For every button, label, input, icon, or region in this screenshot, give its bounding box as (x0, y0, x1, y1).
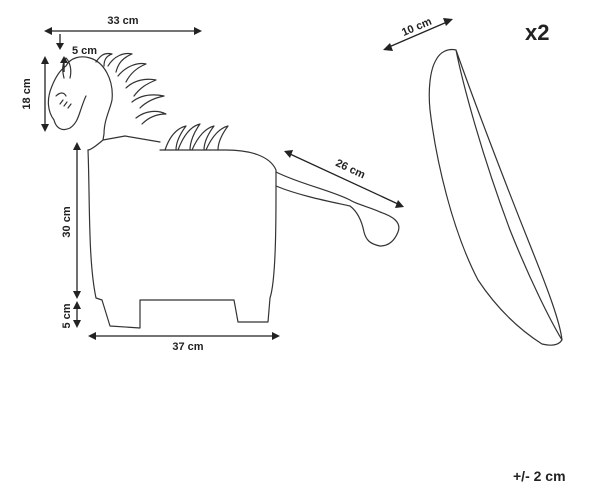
label-width-top: 33 cm (107, 15, 138, 27)
horse-mouth (59, 99, 72, 109)
dim-tail: 26 cm (284, 150, 404, 208)
label-leg-height: 5 cm (61, 303, 73, 328)
label-ear: 5 cm (72, 45, 97, 57)
horse-back-mane (164, 123, 229, 151)
horse-ear (62, 57, 72, 79)
quantity-label: x2 (525, 20, 549, 45)
label-tail: 26 cm (334, 157, 368, 181)
horse-head (47, 56, 161, 151)
dim-ear: 5 cm (56, 34, 97, 72)
label-body-height: 30 cm (61, 206, 73, 237)
dim-body-height: 30 cm (61, 142, 81, 299)
cushion-outline (428, 48, 563, 346)
horse-mane (95, 52, 167, 125)
horse-eye (55, 92, 67, 97)
horse-body (87, 149, 277, 329)
label-head-height: 18 cm (21, 78, 33, 109)
dim-leg-height: 5 cm (61, 301, 81, 329)
horse-tail (275, 171, 400, 247)
horse-pouf-outline (47, 52, 400, 329)
dim-head-height: 18 cm (21, 56, 49, 132)
dim-width-top: 33 cm (44, 15, 202, 35)
dim-cushion: 10 cm (383, 16, 453, 51)
tolerance-label: +/- 2 cm (513, 468, 566, 484)
dim-body-length: 37 cm (88, 332, 280, 353)
label-body-length: 37 cm (172, 341, 203, 353)
